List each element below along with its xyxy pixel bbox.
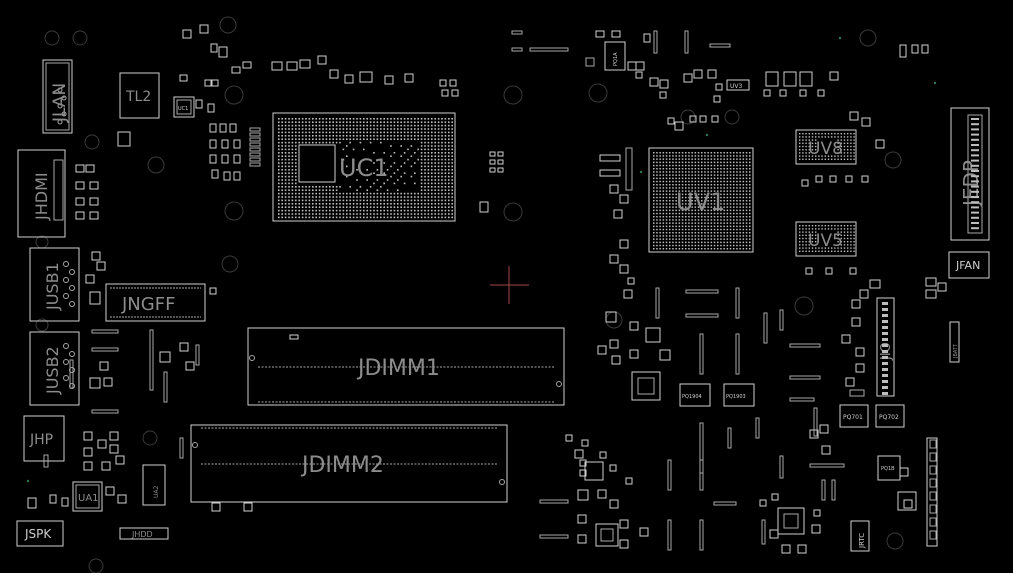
component-pq1904[interactable]: PQ1904	[679, 383, 711, 407]
vram-uv5[interactable]: UV5	[795, 221, 857, 257]
label-ua1: UA1	[78, 493, 99, 504]
label-pq1b: PQ1B	[881, 466, 895, 472]
component-tl2[interactable]: TL2	[119, 72, 160, 119]
connector-jfan[interactable]: JFAN	[948, 251, 990, 279]
label-pq1903: PQ1903	[726, 394, 746, 400]
component-pq702[interactable]: PQ702	[875, 404, 905, 428]
label-pq1904: PQ1904	[682, 394, 702, 400]
ic-footprints	[584, 327, 917, 547]
label-jbat: JBATT	[953, 343, 959, 359]
connector-jhp[interactable]: JHP	[23, 415, 65, 462]
gpu-uv1[interactable]: UV1	[648, 147, 754, 253]
component-ua1[interactable]: UA1	[72, 481, 103, 512]
vram-uv8[interactable]: UV8	[795, 129, 857, 165]
label-jlan: JLAN	[50, 83, 70, 123]
label-jdimm1: JDIMM1	[356, 356, 440, 381]
component-pq1a[interactable]: PQ1A	[604, 41, 626, 71]
connector-jhdd[interactable]: JHDD	[119, 527, 169, 540]
slot-jdimm2[interactable]: JDIMM2	[190, 424, 508, 503]
label-jdimm2: JDIMM2	[300, 453, 384, 478]
component-uv3[interactable]: UV3	[726, 79, 750, 91]
connector-jngff[interactable]: JNGFF	[105, 283, 206, 322]
label-jhdd: JHDD	[131, 530, 153, 539]
label-jspk: JSPK	[24, 527, 52, 541]
slot-jdimm1[interactable]: JDIMM1	[247, 327, 565, 406]
label-jusb2: JUSB2	[43, 346, 62, 395]
connector-jspk[interactable]: JSPK	[16, 520, 64, 547]
label-jngff: JNGFF	[121, 294, 175, 315]
label-jhdmi: JHDMI	[32, 172, 51, 221]
label-ua2: UA2	[153, 486, 160, 498]
component-uc1-small[interactable]: UC1	[173, 96, 195, 118]
label-pq702: PQ702	[879, 414, 899, 421]
cpu-uc1[interactable]: UC1	[272, 112, 456, 222]
mounting-holes	[35, 16, 904, 573]
connector-jusb2[interactable]: JUSB2	[29, 331, 80, 406]
connector-jbat[interactable]: JBATT	[949, 321, 960, 363]
connector-jusb1[interactable]: JUSB1	[29, 247, 80, 322]
connector-jlan[interactable]: JLAN	[42, 59, 73, 134]
label-pq701: PQ701	[843, 414, 863, 421]
label-jhp: JHP	[29, 432, 53, 448]
label-jedp: JEDP	[959, 160, 983, 208]
label-uv8: UV8	[808, 139, 843, 159]
connector-jhdmi[interactable]: JHDMI	[17, 149, 66, 238]
green-marks	[26, 36, 937, 483]
label-uv3: UV3	[730, 83, 742, 90]
component-pq1903[interactable]: PQ1903	[723, 383, 755, 407]
connector-jedp[interactable]: JEDP	[950, 107, 990, 241]
label-jrtc: JRTC	[858, 533, 866, 549]
label-uc1: UC1	[339, 154, 389, 182]
passive-components	[27, 24, 947, 554]
label-jfan: JFAN	[955, 259, 980, 272]
label-uc1-small: UC1	[178, 106, 188, 112]
label-tl2: TL2	[125, 89, 151, 105]
header-pins-right[interactable]	[926, 437, 938, 547]
crosshair-cursor	[490, 266, 529, 304]
component-pq701[interactable]: PQ701	[839, 404, 869, 428]
connector-jrtc[interactable]: JRTC	[850, 520, 870, 552]
label-uv5: UV5	[808, 231, 843, 251]
component-ua2[interactable]: UA2	[142, 464, 166, 506]
label-pq1a: PQ1A	[613, 52, 619, 66]
label-uv1: UV1	[676, 188, 725, 216]
component-pq1b[interactable]: PQ1B	[877, 455, 901, 481]
label-jusb1: JUSB1	[43, 262, 62, 311]
component-outlines	[43, 30, 979, 551]
